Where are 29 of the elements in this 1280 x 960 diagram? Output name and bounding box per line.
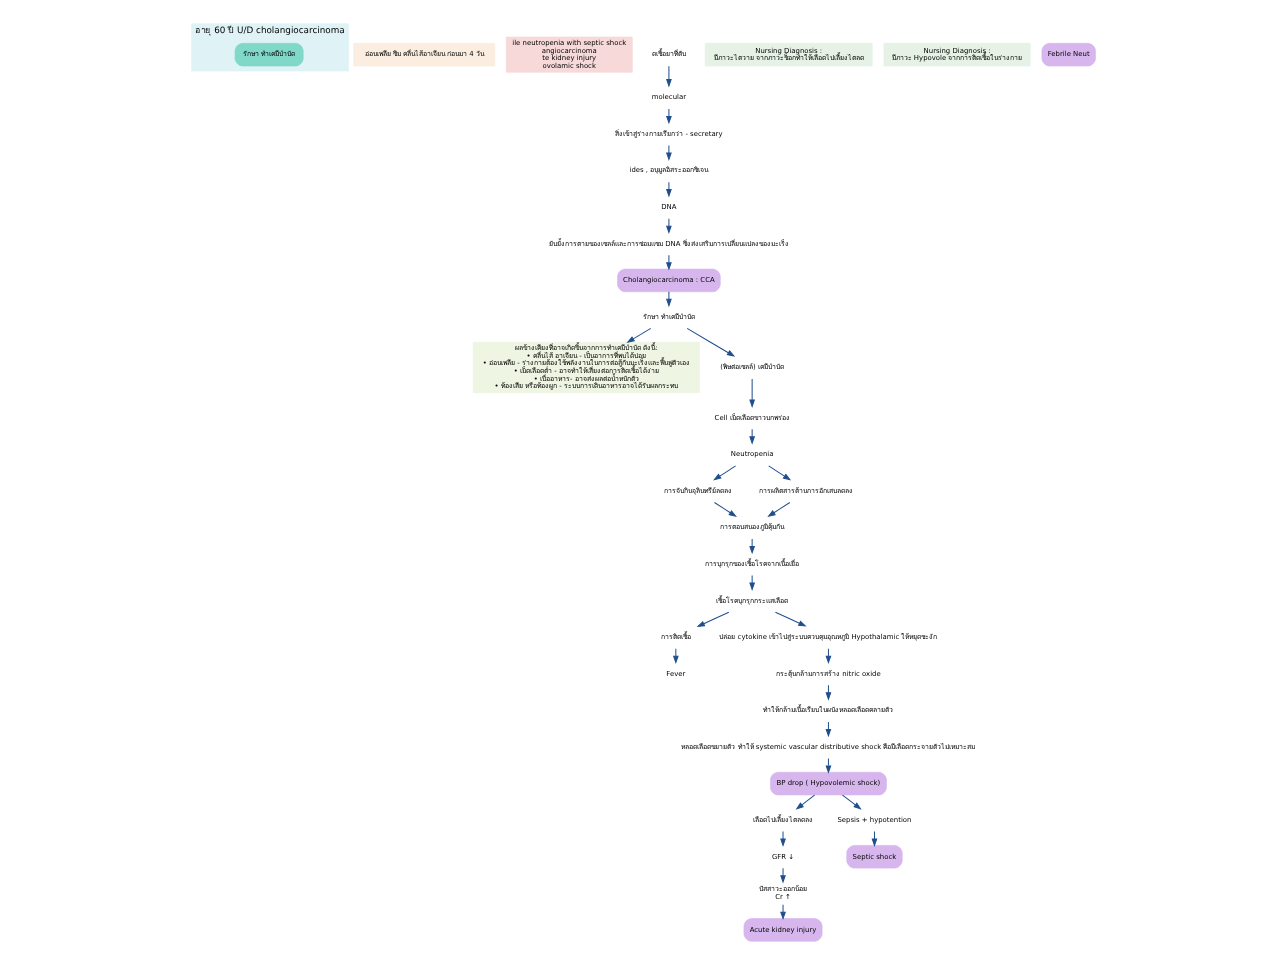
arrow — [824, 757, 831, 774]
arrow — [767, 465, 791, 481]
arrow — [748, 538, 755, 555]
arrow — [712, 465, 736, 481]
arrow — [625, 327, 651, 343]
arrow — [665, 108, 671, 125]
arrow — [779, 904, 785, 921]
arrow — [824, 721, 831, 738]
arrow — [748, 428, 755, 445]
arrow — [695, 611, 729, 628]
arrow — [841, 794, 861, 810]
arrow — [779, 867, 785, 884]
arrow — [712, 501, 736, 518]
arrow — [665, 218, 671, 235]
arrow — [824, 648, 831, 665]
arrow — [665, 145, 671, 161]
arrow — [665, 181, 671, 198]
arrow — [779, 831, 785, 847]
arrow — [665, 65, 671, 88]
arrow — [824, 684, 831, 701]
arrow — [748, 378, 755, 408]
arrow — [766, 501, 790, 518]
arrow — [671, 648, 678, 665]
arrow — [685, 327, 735, 357]
arrow — [665, 254, 671, 271]
arrow — [773, 611, 806, 627]
arrow — [748, 575, 755, 591]
arrow — [665, 291, 671, 308]
arrow — [794, 794, 815, 810]
